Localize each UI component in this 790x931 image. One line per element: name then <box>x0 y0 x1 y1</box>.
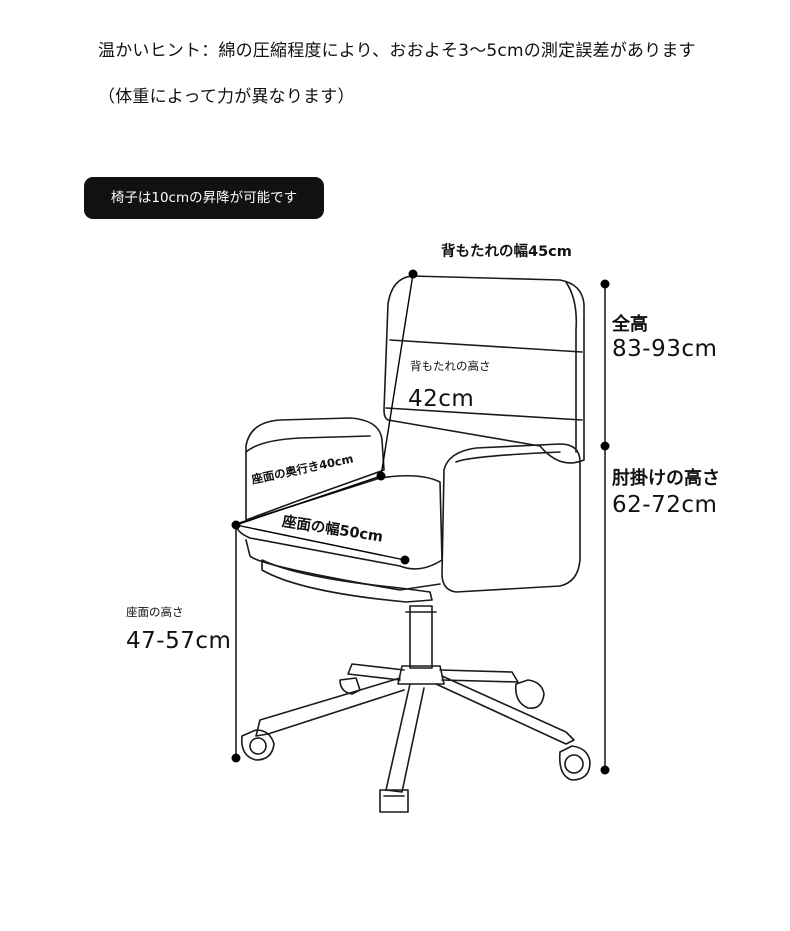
backrest <box>383 275 585 464</box>
backrest-edge <box>565 281 578 453</box>
right-armrest <box>441 443 581 593</box>
dim-dot-seat-front <box>400 555 410 565</box>
seat-cushion-front <box>245 539 441 591</box>
dim-dot-seat-left <box>231 520 241 530</box>
seat-depth-line <box>235 475 382 526</box>
left-armrest <box>245 417 385 521</box>
height-adjustable-badge: 椅子は10cmの昇降が可能です <box>84 177 324 219</box>
caster-left <box>240 729 275 761</box>
base-leg-front-left <box>255 677 405 737</box>
caster-left-hub <box>249 737 267 755</box>
base-leg-front-right <box>435 675 575 745</box>
seat-cushion <box>235 474 443 570</box>
backrest-height-label: 背もたれの高さ <box>410 359 491 373</box>
seat-height-label: 座面の高さ <box>126 605 184 619</box>
seat-height-value: 47-57cm <box>126 628 232 654</box>
dim-dot-backrest-top <box>408 269 418 279</box>
armrest-height-label: 肘掛けの高さ <box>612 468 720 489</box>
dim-dot-armrest <box>600 441 610 451</box>
weight-note: （体重によって力が異なります） <box>98 87 355 107</box>
backrest-width-label: 背もたれの幅45cm <box>441 244 572 260</box>
dim-dot-total-floor <box>600 765 610 775</box>
armrest-height-value: 62-72cm <box>612 492 718 518</box>
dim-dot-backrest-bottom <box>376 471 386 481</box>
caster-back-left <box>339 677 361 695</box>
total-height-value: 83-93cm <box>612 336 718 362</box>
caster-right <box>558 745 591 781</box>
backrest-height-value: 42cm <box>408 386 475 412</box>
gas-column <box>409 605 433 669</box>
base-leg-back-left <box>347 663 405 681</box>
caster-front <box>379 789 409 813</box>
base-leg-front <box>385 683 425 793</box>
dim-dot-seat-floor <box>231 753 241 763</box>
seat-base <box>261 559 433 603</box>
caster-back-right <box>514 679 545 710</box>
measurement-tolerance-note: 温かいヒント：綿の圧縮程度により、おおよそ3〜5cmの測定誤差があります <box>98 41 696 61</box>
right-armrest-top <box>455 451 561 463</box>
base-leg-back-right <box>439 669 519 683</box>
backrest-seam-upper <box>389 339 583 353</box>
backrest-seam-lower <box>385 407 583 421</box>
seat-width-line <box>235 524 406 561</box>
left-armrest-inner <box>245 435 371 453</box>
dim-dot-total-top <box>600 279 610 289</box>
caster-right-hub <box>564 754 584 774</box>
backrest-height-line <box>380 273 414 477</box>
total-height-label: 全高 <box>612 314 648 335</box>
